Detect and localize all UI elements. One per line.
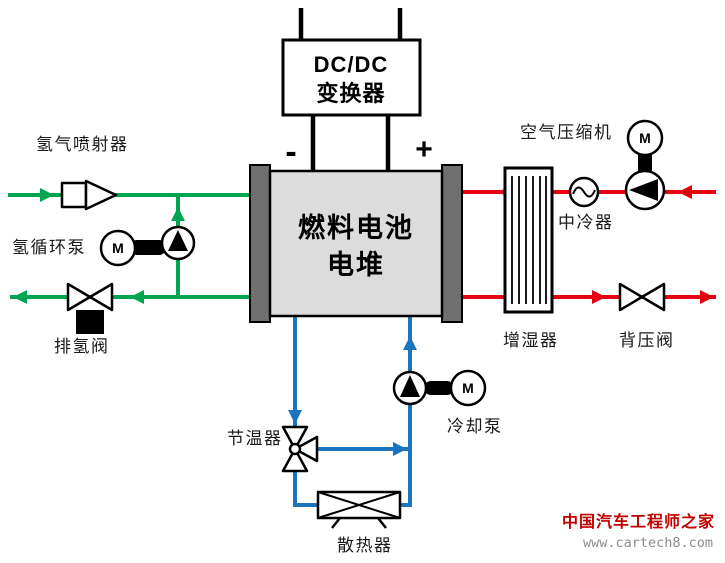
intercooler-label: 中冷器 xyxy=(558,213,614,232)
coolant-flow-arrow xyxy=(393,442,407,456)
stack-label-line2: 电堆 xyxy=(327,250,385,280)
h2-pump-impeller-triangle xyxy=(168,230,188,251)
coolant-pump-shaft xyxy=(424,381,454,395)
purge-valve-label: 排氢阀 xyxy=(54,337,110,356)
h2-flow-arrow xyxy=(171,207,185,221)
radiator-legs xyxy=(331,517,387,529)
air-compressor-motor-circle xyxy=(626,119,664,157)
air-flow-arrow xyxy=(700,290,714,304)
dcdc-label-line1: DC/DC xyxy=(314,52,389,77)
intercooler-wave xyxy=(572,186,596,198)
plus-terminal-label: + xyxy=(415,133,433,166)
coolant-flow-arrow xyxy=(403,336,417,350)
coolant-pipes xyxy=(293,310,412,507)
thermostat-valve-symbol xyxy=(293,435,319,463)
backpressure-valve-label: 背压阀 xyxy=(619,331,675,350)
stack-label-line1: 燃料电池 xyxy=(298,213,414,243)
h2-pump-motor-circle xyxy=(99,229,137,267)
coolant-pump-label: 冷却泵 xyxy=(447,417,503,436)
h2-flow-arrow xyxy=(40,188,54,202)
air-flow-arrow xyxy=(678,185,692,199)
thermostat-valve-symbol xyxy=(281,425,309,451)
air-compressor-impeller-triangle xyxy=(629,179,658,201)
dcdc-converter: DC/DC 变换器 - + xyxy=(281,8,433,175)
h2-pump-motor-letter: M xyxy=(112,240,124,256)
coolant-pump-impeller-triangle xyxy=(400,375,420,397)
purge-valve-actuator xyxy=(76,310,104,334)
fuel-cell-stack: 燃料电池 电堆 xyxy=(249,164,463,323)
coolant-pump-motor-letter: M xyxy=(462,380,474,396)
humidifier-label: 增湿器 xyxy=(503,331,559,350)
backpressure-valve-symbol xyxy=(640,282,666,312)
backpressure-valve-symbol xyxy=(618,282,644,312)
purge-valve-symbol xyxy=(88,282,114,312)
radiator-label: 散热器 xyxy=(337,536,393,555)
h2-pump-shaft xyxy=(130,240,166,255)
h2-pump-label: 氢循环泵 xyxy=(12,238,86,257)
h2-injector-nozzle xyxy=(84,179,118,211)
coolant-pump-motor-circle xyxy=(449,369,487,407)
air-compressor-shaft xyxy=(638,150,652,176)
thermostat-valve-hub xyxy=(288,442,302,456)
humidifier-membranes xyxy=(511,176,547,304)
coolant-return-pipe xyxy=(293,310,412,507)
air-pipes xyxy=(452,190,716,299)
coolant-loop: 节温器 散热器 M 冷却泵 xyxy=(227,369,503,555)
stack-end-plate-left xyxy=(249,164,271,323)
watermark: 中国汽车工程师之家 www.cartech8.com xyxy=(562,512,715,551)
watermark-title: 中国汽车工程师之家 xyxy=(562,512,715,531)
air-loop: 空气压缩机 M 中冷器 增湿器 背压阀 xyxy=(503,119,675,350)
hydrogen-loop: 氢气喷射器 氢循环泵 M 排氢阀 xyxy=(12,135,196,356)
dcdc-label-line2: 变换器 xyxy=(316,81,385,106)
h2-injector-body xyxy=(60,181,88,209)
watermark-url: www.cartech8.com xyxy=(583,535,713,551)
radiator-cross xyxy=(317,491,401,519)
dcdc-box xyxy=(281,38,422,117)
minus-terminal-label: - xyxy=(285,133,296,171)
thermostat-valve-symbol xyxy=(281,447,309,473)
h2-flow-arrow xyxy=(130,290,144,304)
h2-injector-label: 氢气喷射器 xyxy=(36,135,129,154)
stack-body xyxy=(268,169,444,318)
air-compressor-label: 空气压缩机 xyxy=(520,123,613,142)
coolant-flow-arrow xyxy=(288,410,302,424)
air-compressor-motor-letter: M xyxy=(639,130,651,146)
air-flow-arrow xyxy=(592,290,606,304)
purge-valve-symbol xyxy=(66,282,92,312)
thermostat-label: 节温器 xyxy=(227,429,283,448)
stack-end-plate-right xyxy=(441,164,463,323)
h2-flow-arrow xyxy=(13,290,27,304)
